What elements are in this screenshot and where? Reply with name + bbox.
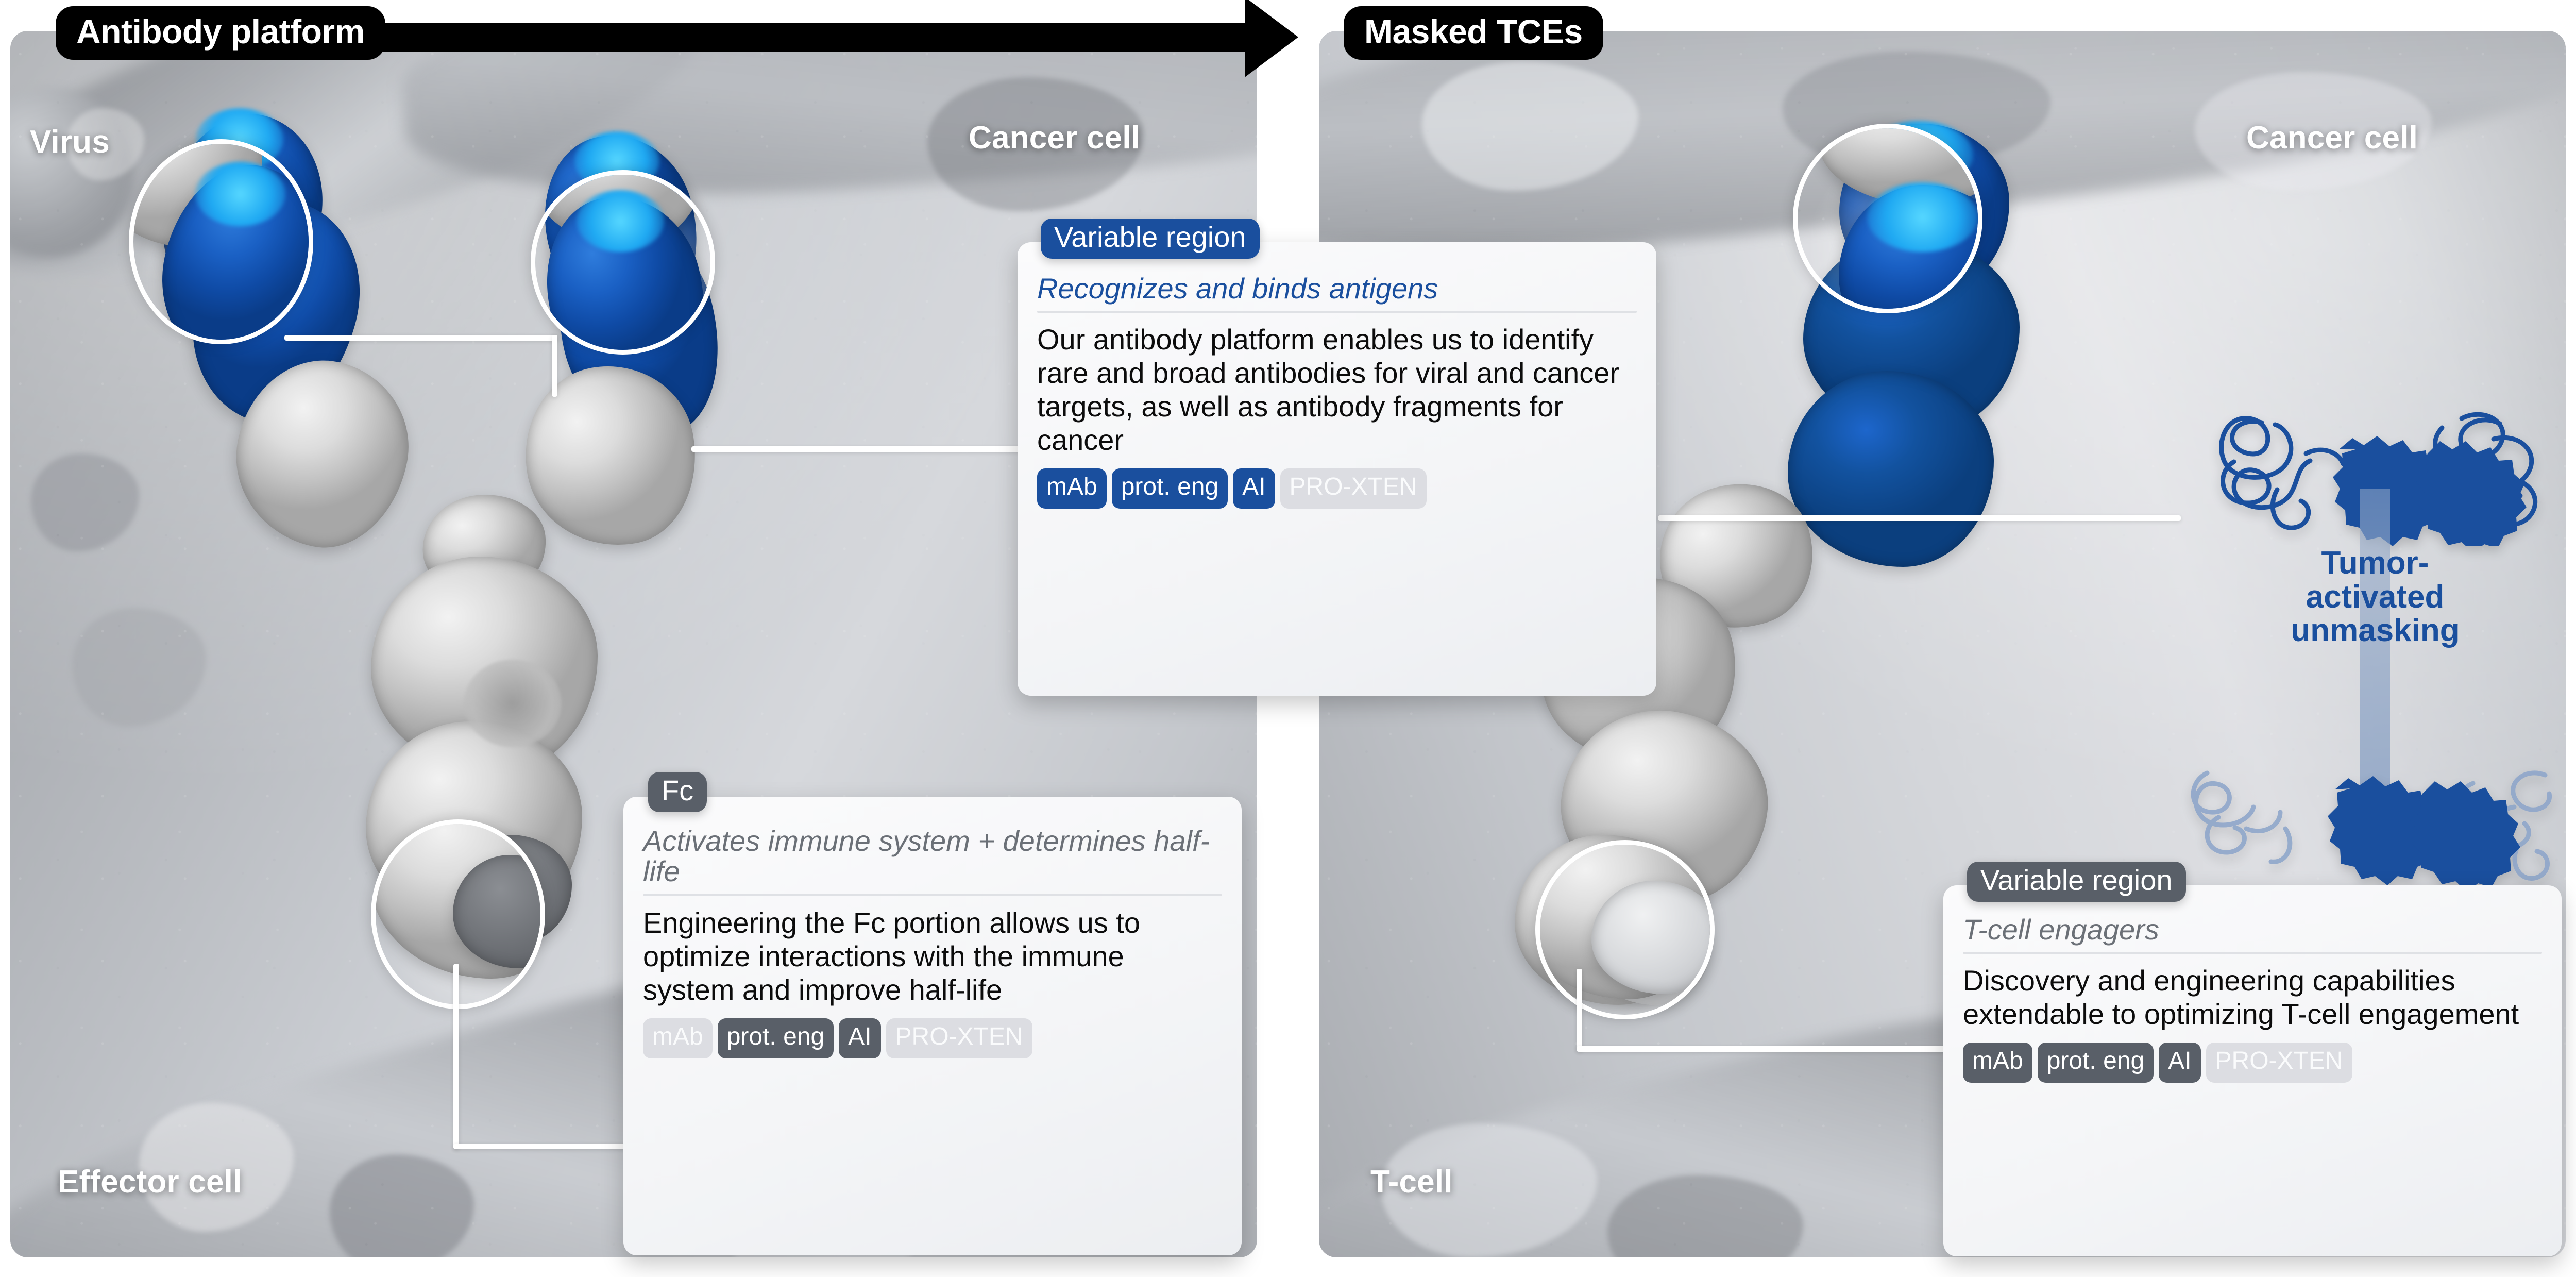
panel-label-cancer-cell-left: Cancer cell [969,120,1141,156]
glycan-cluster [464,660,562,747]
leader-line-variable-right [691,446,1047,452]
transition-arrow-shaft [289,23,1247,52]
tag-prot-eng[interactable]: prot. eng [1111,468,1228,509]
tag-ai[interactable]: AI [2159,1043,2201,1083]
transition-arrow-head [1245,0,1298,77]
panel-label-tcell: T-cell [1370,1164,1453,1200]
tag-ai[interactable]: AI [839,1018,881,1058]
tcell-binding-zoom-circle [1535,840,1715,1019]
card-badge-variable-region-tce: Variable region [1967,862,2186,902]
card-subtitle: Activates immune system + determines hal… [643,825,1210,888]
leader-line-variable-left-v [552,335,557,397]
tag-prot-eng[interactable]: prot. eng [717,1018,834,1058]
unmasking-title-line2: activated [2306,579,2445,615]
leader-line-fc-v [453,964,459,1149]
panel-label-virus: Virus [30,124,110,160]
leader-line-tcell-card-v [1577,969,1582,1051]
panel-label-cancer-cell-right: Cancer cell [2246,120,2418,156]
unmasking-title-line3: unmasking [2291,613,2460,649]
card-badge-fc: Fc [648,772,707,812]
variable-region-zoom-circle-right [531,170,715,355]
leader-line-variable-left [284,335,557,341]
cell-texture [1607,1175,1803,1257]
leader-line-tcell-card-h [1577,1046,1947,1052]
fc-card[interactable]: Activates immune system + determines hal… [623,797,1242,1255]
tag-ai[interactable]: AI [1233,468,1275,509]
header-pill-masked-tces: Masked TCEs [1344,6,1603,60]
tcell-engagers-card[interactable]: T-cell engagers Discovery and engineerin… [1943,885,2562,1256]
card-body-text: Engineering the Fc portion allows us to … [643,906,1140,1006]
card-body-text: Our antibody platform enables us to iden… [1037,323,1620,457]
panel-label-effector-cell: Effector cell [58,1164,242,1200]
card-subtitle: Recognizes and binds antigens [1037,272,1438,305]
card-subtitle: T-cell engagers [1963,913,2159,946]
variable-region-card[interactable]: Recognizes and binds antigens Our antibo… [1018,242,1656,696]
tumor-activated-unmasking-block: Tumor- activated unmasking [2184,392,2566,886]
variable-domain-bottom [1788,371,1994,567]
card-body-text: Discovery and engineering capabilities e… [1963,964,2519,1031]
tce-blob-left-unmasked [2328,776,2438,885]
card-divider [643,894,1222,896]
card-tag-row: mAb prot. eng AI PRO-XTEN [1037,468,1637,509]
tag-mab[interactable]: mAb [1037,468,1107,509]
card-divider [1037,311,1637,313]
unmasked-tce-diagram [2191,770,2552,886]
variable-region-zoom-circle-left [129,139,313,344]
unmasking-title-line1: Tumor- [2321,545,2429,581]
masked-tce-diagram [2219,412,2538,546]
unmasking-title: Tumor- activated unmasking [2184,546,2566,648]
leader-line-tce-variable [1658,515,2181,521]
tag-pro-xten[interactable]: PRO-XTEN [1280,468,1427,509]
card-tag-row: mAb prot. eng AI PRO-XTEN [643,1018,1222,1058]
tag-mab[interactable]: mAb [643,1018,713,1058]
tag-pro-xten[interactable]: PRO-XTEN [886,1018,1032,1058]
variable-region-zoom-circle-tce [1793,124,1982,313]
card-tag-row: mAb prot. eng AI PRO-XTEN [1963,1043,2542,1083]
card-divider [1963,952,2542,954]
tce-blob-right [2416,441,2527,546]
card-badge-variable-region: Variable region [1041,219,1260,259]
down-arrow-shaft [2360,489,2390,798]
tce-blob-right-unmasked [2410,781,2520,886]
cell-texture [330,1154,474,1257]
tag-prot-eng[interactable]: prot. eng [2037,1043,2154,1083]
tag-pro-xten[interactable]: PRO-XTEN [2206,1043,2352,1083]
tag-mab[interactable]: mAb [1963,1043,2032,1083]
header-pill-antibody-platform: Antibody platform [56,6,385,60]
